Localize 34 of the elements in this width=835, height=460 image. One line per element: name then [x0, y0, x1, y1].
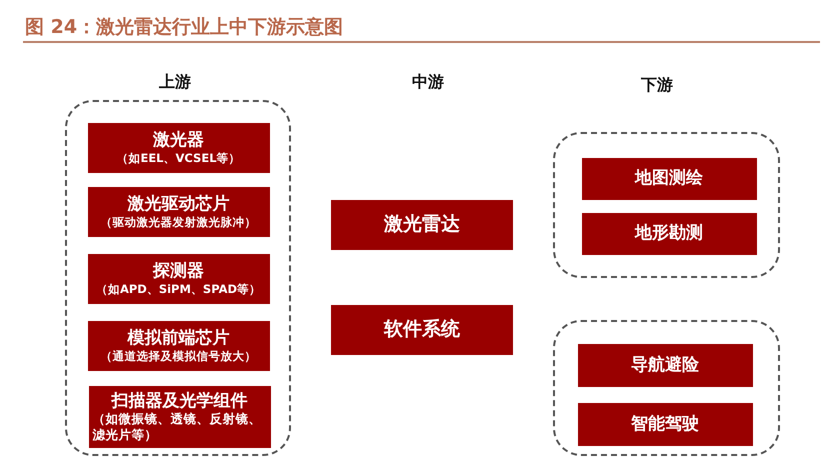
box-subtitle: （通道选择及模拟信号放大） — [100, 348, 258, 363]
category-box — [578, 344, 752, 386]
box-title: 智能驾驶 — [631, 414, 699, 434]
column-heading: 上游 — [159, 72, 191, 93]
box-subtitle: （驱动激光器发射激光脉冲） — [100, 214, 258, 229]
category-box — [331, 200, 513, 250]
dashed-group-frame — [553, 132, 780, 278]
category-box — [88, 320, 270, 370]
category-box — [88, 254, 270, 304]
category-box — [578, 402, 752, 446]
box-subtitle: （如微振镜、透镜、反射镜、滤光片等） — [92, 411, 262, 442]
box-title: 探测器 — [153, 261, 204, 282]
box-title: 地图测绘 — [635, 168, 703, 189]
box-title: 激光器 — [153, 130, 204, 150]
category-box — [582, 212, 756, 254]
box-title: 软件系统 — [384, 318, 460, 342]
dashed-group-frame — [553, 320, 780, 456]
box-title: 激光驱动芯片 — [128, 194, 230, 214]
category-box — [88, 386, 270, 448]
box-title: 地形勘测 — [635, 223, 703, 244]
box-title: 导航避险 — [631, 354, 699, 376]
dashed-group-frame — [65, 100, 291, 456]
category-box — [88, 186, 270, 236]
box-subtitle: （如APD、SiPM、SPAD等） — [94, 282, 262, 296]
box-title: 激光雷达 — [384, 214, 460, 236]
box-title: 模拟前端芯片 — [128, 328, 230, 348]
category-box — [582, 158, 756, 200]
category-box — [331, 305, 513, 355]
category-box — [88, 122, 270, 172]
column-heading: 中游 — [412, 72, 444, 93]
box-title: 扫描器及光学组件 — [112, 390, 248, 412]
figure-title: 图 24：激光雷达行业上中下游示意图 — [25, 15, 344, 40]
column-heading: 下游 — [641, 76, 673, 96]
box-subtitle: （如EEL、VCSEL等） — [115, 150, 242, 165]
